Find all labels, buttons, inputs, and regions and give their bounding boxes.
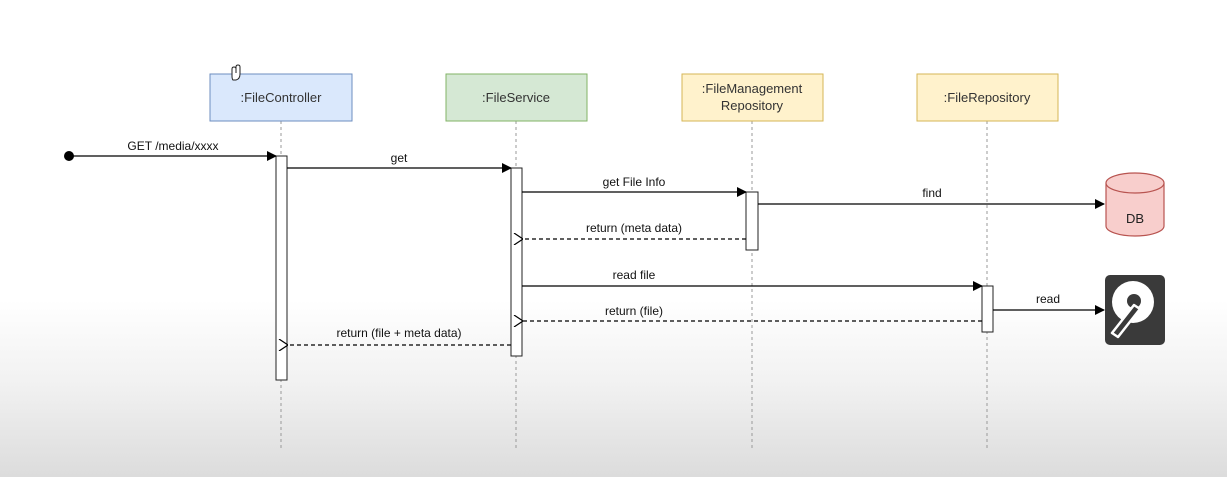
activation-file-service [510,167,523,357]
activation-file-repository [981,285,994,333]
message-return-file-meta: return (file + meta data) [288,326,511,345]
database-icon [1105,172,1165,237]
message-label: get File Info [603,175,666,189]
message-label: find [922,186,941,200]
message-return-file: return (file) [523,304,982,321]
message-read-file: read file [522,268,983,291]
participant-label: :FileService [482,90,550,105]
message-label: return (file + meta data) [336,326,461,340]
message-label: GET /media/xxxx [127,139,218,153]
message-label: read file [613,268,656,282]
participant-file-repository[interactable]: :FileRepository [916,73,1059,122]
participant-file-service[interactable]: :FileService [445,73,588,122]
hard-disk[interactable] [1105,275,1165,345]
message-label: return (meta data) [586,221,682,235]
database-label: DB [1126,211,1144,226]
message-get-file-info: get File Info [522,175,747,197]
participant-label: :FileController [241,90,323,105]
activation-file-management-repository [745,191,759,251]
message-label: get [391,151,408,165]
hard-disk-icon [1105,275,1165,345]
hand-cursor-icon [231,64,241,81]
message-label: return (file) [605,304,663,318]
activation-file-controller [275,155,288,381]
participant-file-controller[interactable]: :FileController [209,73,353,122]
database[interactable]: DB [1105,172,1165,237]
participant-box [916,73,1059,122]
participant-box [209,73,353,122]
participant-box [681,73,824,122]
participant-box [445,73,588,122]
participant-label-line: :FileManagement [702,81,803,96]
message-read: read [993,292,1105,315]
participant-label: :FileRepository [944,90,1031,105]
message-get-media: GET /media/xxxx [69,139,277,161]
participant-label-line: Repository [721,98,784,113]
message-find: find [758,186,1105,209]
message-get: get [287,151,512,173]
message-label: read [1036,292,1060,306]
message-return-meta-data: return (meta data) [523,221,746,239]
